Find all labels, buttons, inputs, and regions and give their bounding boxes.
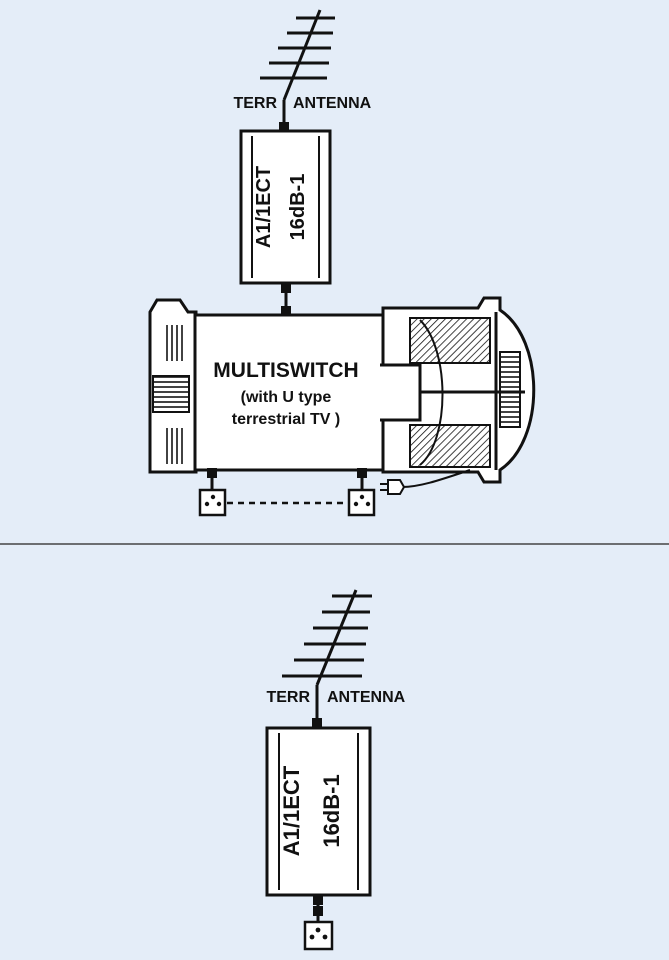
antenna-icon bbox=[282, 589, 372, 686]
top-section: TERR ANTENNA A1/1ECT 16dB-1 bbox=[148, 9, 536, 517]
connector-icon bbox=[281, 283, 291, 293]
tv-outlet-icon bbox=[198, 488, 227, 517]
amplifier-gain: 16dB-1 bbox=[287, 174, 309, 241]
connector-icon bbox=[281, 306, 291, 316]
antenna-label-right: ANTENNA bbox=[293, 95, 372, 112]
amplifier-gain: 16dB-1 bbox=[319, 774, 344, 847]
power-plug-icon bbox=[380, 469, 471, 495]
amplifier-box: A1/1ECT 16dB-1 bbox=[239, 129, 332, 285]
connector-icon bbox=[207, 468, 217, 478]
tv-outlet-icon bbox=[347, 488, 376, 517]
connector-icon bbox=[357, 468, 367, 478]
antenna-icon bbox=[260, 9, 335, 101]
antenna-label-left: TERR bbox=[266, 689, 310, 706]
multiswitch-title: MULTISWITCH bbox=[213, 359, 358, 382]
multiswitch-device: MULTISWITCH (with U type terrestrial TV … bbox=[148, 296, 536, 484]
connector-icon bbox=[312, 718, 322, 728]
antenna-label-left: TERR bbox=[233, 95, 277, 112]
multiswitch-subtitle-1: (with U type bbox=[241, 389, 332, 406]
connector-icon bbox=[279, 122, 289, 132]
multiswitch-subtitle-2: terrestrial TV ) bbox=[232, 411, 340, 428]
amplifier-model: A1/1ECT bbox=[279, 765, 304, 856]
connector-icon bbox=[313, 906, 323, 916]
tv-outlet-icon bbox=[303, 920, 334, 951]
bottom-section: TERR ANTENNA A1/1ECT 16dB-1 bbox=[265, 589, 406, 951]
connector-icon bbox=[313, 895, 323, 905]
amplifier-model: A1/1ECT bbox=[253, 166, 275, 248]
amplifier-box: A1/1ECT 16dB-1 bbox=[265, 726, 372, 897]
antenna-label-right: ANTENNA bbox=[327, 689, 406, 706]
